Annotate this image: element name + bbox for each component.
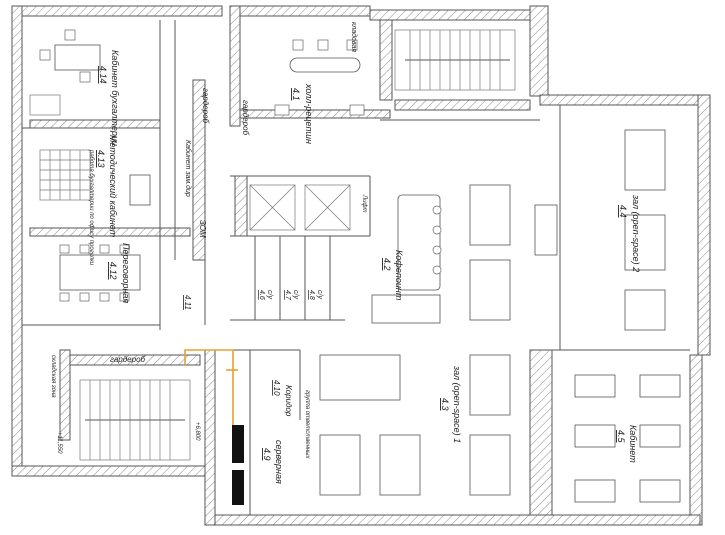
side-label-1: складская зона: [50, 355, 56, 398]
label-server: серверная: [274, 440, 284, 484]
label-cab-buh: Кабинет бухгалтерии: [110, 50, 120, 146]
num-zom: 4.11: [183, 295, 192, 310]
label-openspace-2: зал (open-space) 2: [631, 194, 641, 272]
num-server: 4.9: [262, 448, 272, 461]
furniture-cab-45: [574, 374, 681, 503]
label-storage: кладовая: [350, 22, 358, 52]
label-wc-1: с/у: [266, 290, 273, 299]
num-kitchen: 4.2: [382, 258, 392, 271]
label-hall: холл-рецепшн: [304, 83, 314, 144]
label-cab-45: Кабинет: [628, 425, 638, 463]
num-hall: 4.1: [291, 88, 301, 101]
label-corridor: Коридор: [284, 385, 293, 417]
stair-top: [394, 29, 516, 91]
num-corridor: 4.10: [272, 380, 281, 396]
server-racks: [232, 425, 244, 505]
furniture-cab-method: [39, 149, 151, 206]
furniture-openspace-1: [319, 184, 511, 496]
side-label-2: группа ответственных: [304, 390, 310, 460]
furniture-hall: [274, 39, 365, 116]
label-wardrobe-a: гардероб: [201, 88, 210, 124]
label-meeting: Переговорная: [121, 243, 131, 303]
furniture-meeting: [59, 244, 141, 302]
label-wc-2: с/у: [292, 290, 299, 299]
furniture-openspace-2: [534, 129, 666, 331]
lift-label: Лифт: [361, 194, 367, 212]
room-labels: Кабинет бухгалтерии 4.14 Методический ка…: [50, 22, 641, 484]
label-cab-zam: Кабинет зам.дир: [184, 140, 192, 197]
furniture-cab-buh: [29, 29, 101, 116]
stair-note: +11,550: [56, 432, 62, 454]
label-zom: ЗОМ: [198, 220, 207, 238]
cable-route: [184, 349, 238, 425]
num-openspace-1: 4.3: [440, 398, 450, 411]
num-wc-3: 4.8: [308, 290, 315, 300]
elevator-shafts: [249, 184, 351, 231]
num-meeting: 4.12: [108, 262, 118, 280]
level-note: +6,800: [194, 422, 200, 441]
outer-walls: [11, 5, 711, 526]
num-wc-1: 4.6: [258, 290, 265, 300]
furniture-kitchen: [371, 194, 442, 324]
num-cab-method: 4.13: [96, 150, 106, 168]
label-openspace-1: зал (open-space) 1: [452, 365, 462, 443]
num-cab-45: 4.5: [616, 430, 626, 444]
label-cab-method: Методический кабинет: [108, 135, 118, 238]
info-text: работа бухгалтерии по офису прогулки: [88, 149, 94, 266]
label-wardrobe-c: гардероб: [110, 355, 146, 364]
label-wardrobe-b: гардероб: [241, 100, 250, 136]
num-cab-buh: 4.14: [98, 66, 108, 84]
stair-bottom: [79, 379, 191, 461]
num-wc-2: 4.7: [284, 290, 291, 301]
num-openspace-2: 4.4: [618, 205, 628, 218]
partitions: [22, 20, 690, 515]
label-kitchen: Кофепоинт: [394, 250, 404, 301]
label-wc-3: с/у: [316, 290, 323, 299]
